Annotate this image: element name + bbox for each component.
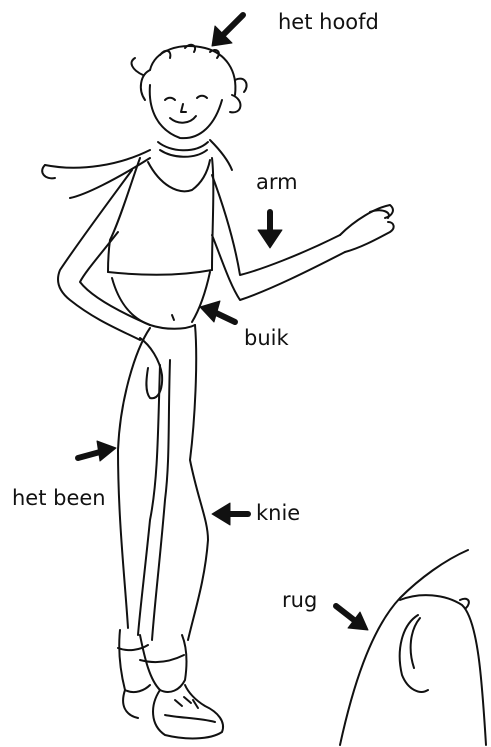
label-belly: buik <box>244 328 289 349</box>
arrow-leg-icon <box>78 441 116 461</box>
hair <box>132 45 247 113</box>
label-back: rug <box>282 590 317 611</box>
label-arm: arm <box>256 172 298 193</box>
arrow-belly-icon <box>200 301 235 322</box>
left-arm <box>58 170 162 398</box>
arrow-knee-icon <box>212 503 248 525</box>
arrow-arm-icon <box>258 212 282 248</box>
legs <box>118 325 208 640</box>
label-head: het hoofd <box>278 12 379 33</box>
label-leg: het been <box>12 488 106 509</box>
face <box>150 85 222 138</box>
right-arm <box>212 175 394 300</box>
back-drawing <box>340 550 486 745</box>
torso <box>112 272 210 325</box>
crop-top <box>108 158 213 275</box>
arrow-head-icon <box>212 15 243 46</box>
socks-shoes <box>118 630 223 738</box>
label-knee: knie <box>256 503 300 524</box>
arrow-back-icon <box>336 606 368 630</box>
